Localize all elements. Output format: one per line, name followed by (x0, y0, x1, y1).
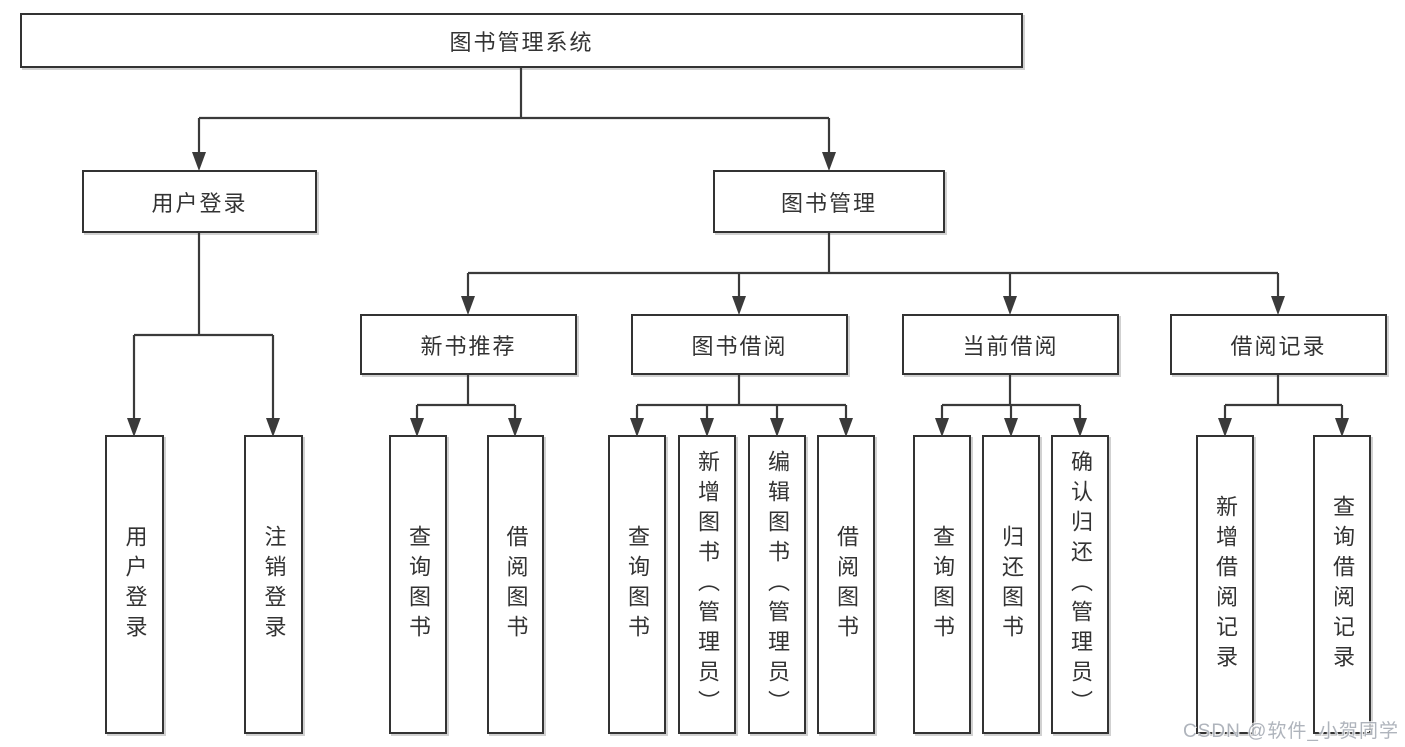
node-library-system-label: 图书管理系统 (449, 29, 594, 55)
node-book-management-label: 图书管理 (780, 190, 877, 216)
node-user-login: 用户登录 (82, 170, 317, 233)
node-current-borrow-label: 当前借阅 (962, 333, 1059, 359)
node-leaf-add-book-admin: 新增图书（管理员） (678, 435, 736, 734)
node-leaf-query-book-current-label: 查询图书 (930, 524, 955, 645)
node-leaf-borrow-book-borrow: 借阅图书 (817, 435, 875, 734)
node-leaf-borrow-book-borrow-label: 借阅图书 (834, 524, 859, 645)
node-leaf-borrow-book-recommend: 借阅图书 (487, 435, 544, 734)
node-borrow-records: 借阅记录 (1170, 314, 1387, 375)
node-leaf-query-book-borrow: 查询图书 (608, 435, 666, 734)
node-leaf-query-book-borrow-label: 查询图书 (625, 524, 650, 645)
node-leaf-confirm-return-admin-label: 确认归还（管理员） (1068, 449, 1093, 720)
node-book-borrow: 图书借阅 (631, 314, 848, 375)
node-leaf-user-login: 用户登录 (105, 435, 164, 734)
node-leaf-logout-label: 注销登录 (261, 524, 287, 645)
node-leaf-user-login-label: 用户登录 (122, 524, 148, 645)
node-leaf-add-borrow-record: 新增借阅记录 (1196, 435, 1254, 734)
node-leaf-edit-book-admin-label: 编辑图书（管理员） (765, 449, 790, 720)
node-library-system: 图书管理系统 (20, 13, 1023, 68)
watermark-csdn: CSDN @软件_小贺同学 (1183, 721, 1399, 742)
node-leaf-return-book: 归还图书 (982, 435, 1040, 734)
node-book-borrow-label: 图书借阅 (691, 333, 788, 359)
node-leaf-query-book-recommend: 查询图书 (389, 435, 447, 734)
node-leaf-logout: 注销登录 (244, 435, 303, 734)
node-leaf-borrow-book-recommend-label: 借阅图书 (503, 524, 529, 645)
node-current-borrow: 当前借阅 (902, 314, 1119, 375)
node-user-login-label: 用户登录 (151, 190, 248, 216)
node-leaf-confirm-return-admin: 确认归还（管理员） (1051, 435, 1109, 734)
node-borrow-records-label: 借阅记录 (1230, 333, 1327, 359)
node-leaf-add-borrow-record-label: 新增借阅记录 (1213, 494, 1238, 675)
node-leaf-edit-book-admin: 编辑图书（管理员） (748, 435, 806, 734)
node-new-book-recommend-label: 新书推荐 (420, 333, 517, 359)
node-leaf-query-borrow-record: 查询借阅记录 (1313, 435, 1371, 734)
node-leaf-add-book-admin-label: 新增图书（管理员） (695, 449, 720, 720)
node-leaf-query-borrow-record-label: 查询借阅记录 (1330, 494, 1355, 675)
node-book-management: 图书管理 (713, 170, 945, 233)
node-new-book-recommend: 新书推荐 (360, 314, 577, 375)
node-leaf-return-book-label: 归还图书 (999, 524, 1024, 645)
node-leaf-query-book-current: 查询图书 (913, 435, 971, 734)
node-leaf-query-book-recommend-label: 查询图书 (406, 524, 431, 645)
